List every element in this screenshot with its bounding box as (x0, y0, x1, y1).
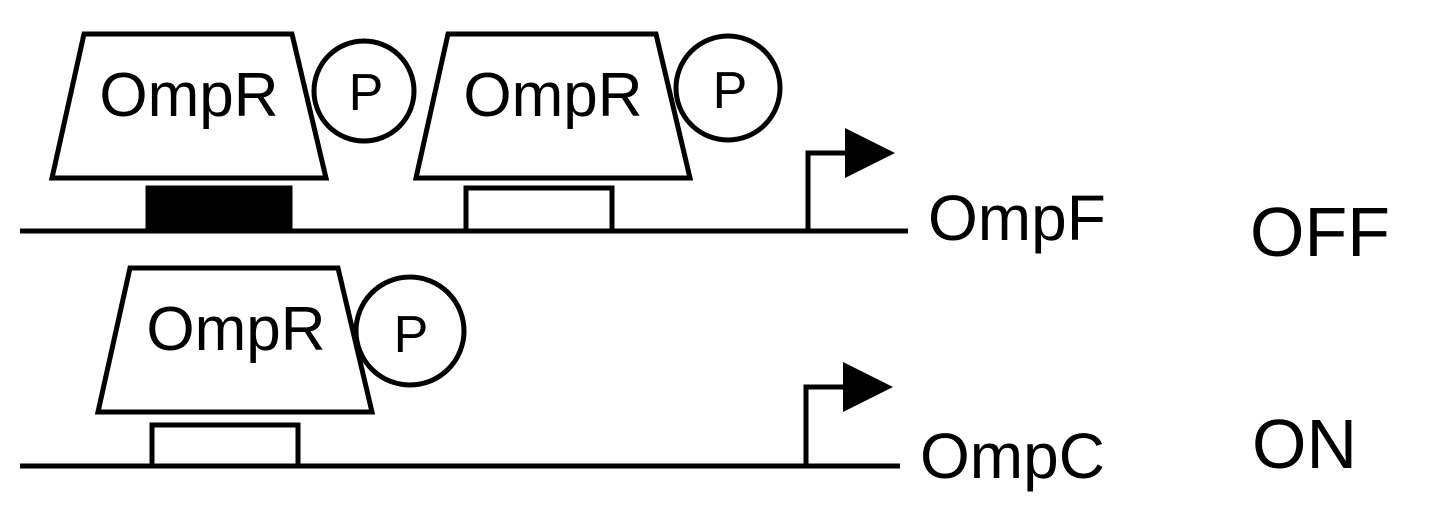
phosphate-circle (311, 38, 417, 144)
ompr-protein-label: OmpR (146, 295, 325, 364)
binding-site-filled (145, 185, 293, 234)
ompr-complex-3: OmpR P (94, 265, 467, 469)
ompr-protein-shape (412, 31, 694, 181)
ompc-row: OmpR P OmpC ON (20, 265, 1357, 492)
ompr-protein-label: OmpR (99, 61, 278, 130)
phosphate-label: P (713, 62, 748, 120)
ompc-state-label: ON (1252, 405, 1357, 483)
promoter-arrow-icon (805, 128, 895, 229)
phosphate-label: P (394, 306, 429, 364)
phosphate-circle (353, 274, 467, 388)
ompr-complex-1: OmpR P (48, 31, 417, 234)
ompr-protein-shape (48, 31, 330, 181)
binding-site-open (149, 422, 301, 469)
ompf-state-label: OFF (1250, 193, 1390, 271)
phosphate-circle (673, 33, 783, 143)
binding-site-open (463, 185, 615, 234)
ompr-complex-2: OmpR P (412, 31, 783, 234)
ompr-protein-label: OmpR (463, 61, 642, 130)
phosphate-label: P (349, 64, 384, 122)
ompf-gene-label: OmpF (928, 182, 1106, 254)
ompr-protein-shape (94, 265, 376, 415)
promoter-arrow-icon (803, 362, 893, 464)
ompc-gene-label: OmpC (920, 420, 1105, 492)
ompf-row: OmpR P OmpR P OmpF OFF (20, 31, 1390, 271)
